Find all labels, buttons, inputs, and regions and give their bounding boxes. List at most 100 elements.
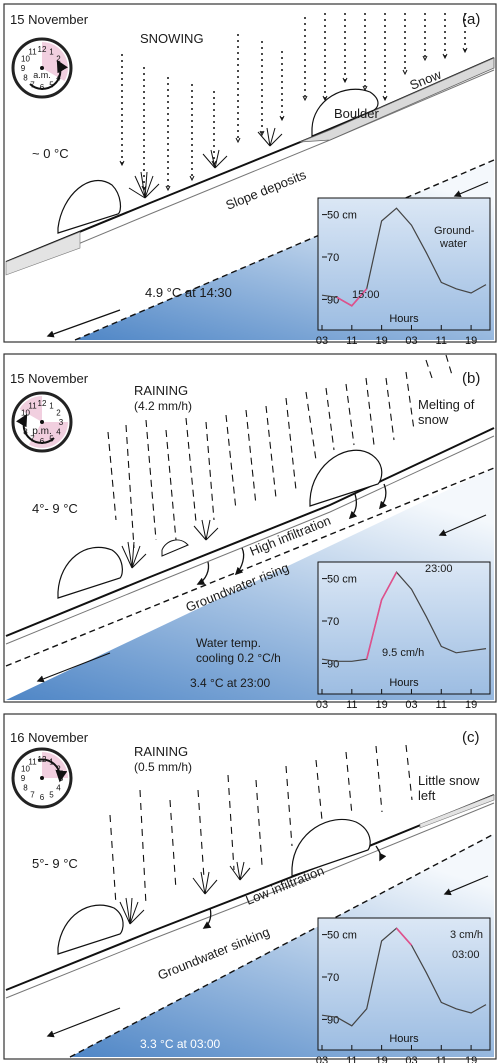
y-tick-label: 70 <box>327 972 339 984</box>
snow-dot <box>424 19 426 21</box>
clock-number: 9 <box>21 774 26 783</box>
rain-streak <box>375 745 383 813</box>
snow-dot <box>261 119 263 121</box>
snow-dot <box>121 72 123 74</box>
rain-streak <box>225 414 237 511</box>
snow-dot <box>384 85 386 87</box>
clock-period-shading-top <box>19 396 42 422</box>
snow-dot <box>324 73 326 75</box>
clock-label: p.m. <box>32 426 51 437</box>
clock-arrow <box>29 59 68 90</box>
snow-dot <box>384 91 386 93</box>
snow-dot <box>213 127 215 129</box>
clock-number: 10 <box>21 55 30 64</box>
clock-number: 6 <box>40 437 45 446</box>
snow-dot <box>424 37 426 39</box>
clock-arrow <box>37 758 68 783</box>
inset-annotation-rate: 9.5 cm/h <box>382 647 424 659</box>
snow-dot <box>344 13 346 15</box>
boulder-left <box>57 904 124 955</box>
rain-streak <box>285 397 297 491</box>
rain-streak <box>265 405 277 499</box>
slope-surface <box>5 427 495 637</box>
snow-dot <box>324 91 326 93</box>
clock-number: 2 <box>56 409 61 418</box>
snow-dot <box>213 145 215 147</box>
snow-dot <box>237 118 239 120</box>
snow-dot <box>143 169 145 171</box>
snow-dot <box>121 78 123 80</box>
snow-dot <box>364 49 366 51</box>
rain-streak <box>315 759 323 821</box>
snow-dot <box>143 67 145 69</box>
snow-dot <box>191 120 193 122</box>
snow-dot <box>121 120 123 122</box>
snow-dot <box>143 109 145 111</box>
rain-streak <box>345 751 353 816</box>
date-label: 15 November <box>10 12 89 27</box>
inset-annotation-rate: 3 cm/h <box>450 929 483 941</box>
rain-streak <box>445 354 453 376</box>
rate-highlight <box>365 571 398 660</box>
snow-dot <box>121 156 123 158</box>
snow-dot <box>444 49 446 51</box>
rate-highlight <box>336 288 368 307</box>
snow-dot <box>404 19 406 21</box>
x-tick-label: 03 <box>405 699 417 711</box>
snow-dot <box>121 60 123 62</box>
snow-dot <box>121 84 123 86</box>
snow-dot <box>191 102 193 104</box>
snow-dot <box>213 133 215 135</box>
snow-dot <box>237 52 239 54</box>
x-axis-label: Hours <box>389 313 419 325</box>
snow-dot <box>444 19 446 21</box>
rain-rate: (4.2 mm/h) <box>134 399 192 413</box>
snow-dot <box>167 113 169 115</box>
snow-dot <box>237 46 239 48</box>
clock-number: 10 <box>21 765 30 774</box>
clock-label: a.m. <box>33 70 51 80</box>
snow-note-2: left <box>418 788 436 803</box>
snow-dot <box>143 133 145 135</box>
boulder <box>291 818 371 877</box>
x-axis-label: Hours <box>389 677 419 689</box>
air-temperature: ~ 0 °C <box>32 146 69 161</box>
snow-dot <box>324 85 326 87</box>
snow-dot <box>384 49 386 51</box>
clock-number: 7 <box>30 791 35 800</box>
clock-number: 6 <box>40 793 45 802</box>
snow-dot <box>191 132 193 134</box>
flow-arrow-right <box>438 514 487 537</box>
snow-dot <box>143 157 145 159</box>
x-tick-label: 11 <box>436 335 447 347</box>
rain-streak <box>385 377 395 441</box>
snow-dot <box>344 67 346 69</box>
snow-dot <box>143 115 145 117</box>
snow-dot <box>237 130 239 132</box>
rain-streaks <box>107 354 453 549</box>
clock-arrow <box>16 413 55 444</box>
snow-dot <box>364 37 366 39</box>
snow-dot <box>324 49 326 51</box>
inset-annotation-time: 15:00 <box>352 289 380 301</box>
snow-dot <box>167 131 169 133</box>
snow-dot <box>304 71 306 73</box>
flow-arrow <box>36 652 111 683</box>
snow-dot <box>424 49 426 51</box>
clock-number: 8 <box>23 74 28 83</box>
snow-dot <box>121 138 123 140</box>
snow-dot <box>304 35 306 37</box>
snow-dot <box>324 61 326 63</box>
snow-dot <box>261 41 263 43</box>
snow-dot <box>261 131 263 133</box>
snow-dot <box>404 13 406 15</box>
snow-dot <box>261 65 263 67</box>
snow-dot <box>364 19 366 21</box>
snow-dot <box>121 144 123 146</box>
snow-layer <box>299 57 495 143</box>
rain-streak <box>125 424 135 549</box>
flow-arrow <box>46 1007 121 1038</box>
